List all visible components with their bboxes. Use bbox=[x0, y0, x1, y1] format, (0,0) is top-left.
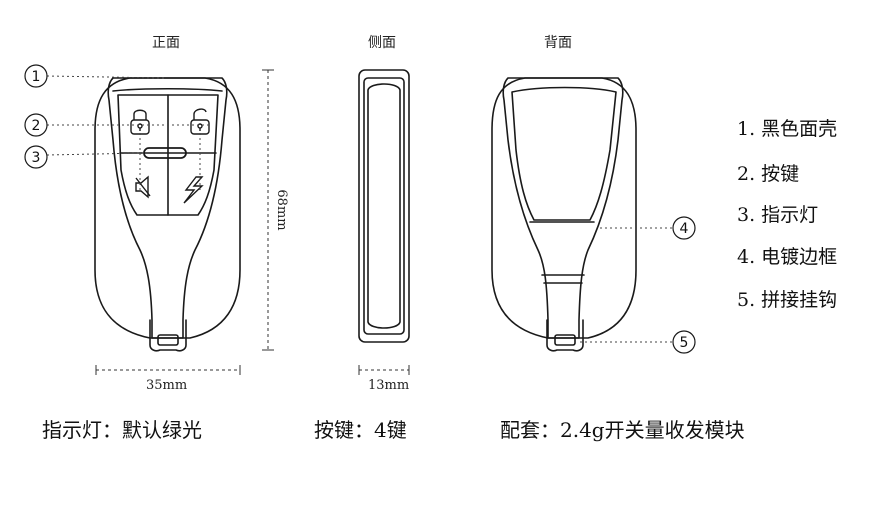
front-view bbox=[94, 77, 241, 352]
footer-accessory-spec: 配套：2.4g开关量收发模块 bbox=[500, 418, 745, 442]
side-inner bbox=[363, 77, 405, 335]
front-outer-shell bbox=[94, 77, 241, 339]
callout-number-2: 2 bbox=[32, 118, 41, 134]
back-inner-panel bbox=[511, 86, 617, 221]
side-outer bbox=[358, 69, 410, 343]
back-hook bbox=[546, 319, 584, 352]
callout-number-3: 3 bbox=[32, 150, 41, 166]
footer-indicator-spec: 指示灯：默认绿光 bbox=[42, 418, 202, 442]
side-view-title: 侧面 bbox=[368, 35, 396, 51]
callout-circle-5 bbox=[672, 330, 696, 354]
side-view bbox=[358, 69, 410, 343]
width-dim-label: 35mm bbox=[146, 378, 188, 393]
thickness-dim-label: 13mm bbox=[368, 378, 410, 393]
callout-circle-2 bbox=[24, 113, 48, 137]
front-hook-slot bbox=[157, 334, 179, 346]
back-view bbox=[491, 77, 637, 352]
front-button-panel bbox=[117, 94, 219, 216]
lock-icon bbox=[130, 109, 150, 135]
back-view-title: 背面 bbox=[544, 35, 572, 51]
leader-1 bbox=[46, 75, 166, 79]
legend-item-4: 4. 电镀边框 bbox=[737, 246, 838, 268]
callout-number-1: 1 bbox=[32, 69, 41, 85]
callout-circle-4 bbox=[672, 216, 696, 240]
callout-number-5: 5 bbox=[680, 335, 689, 351]
unlock-icon bbox=[190, 108, 210, 135]
leader-3 bbox=[46, 152, 145, 156]
callout-circle-3 bbox=[24, 145, 48, 169]
speaker-icon bbox=[135, 175, 151, 199]
front-face-plate bbox=[107, 77, 228, 339]
indicator-led bbox=[143, 147, 187, 159]
front-hook bbox=[149, 319, 187, 352]
front-icons bbox=[130, 108, 210, 204]
back-bezel bbox=[502, 77, 624, 339]
footer-buttons-spec: 按键：4键 bbox=[314, 418, 407, 442]
lightning-icon bbox=[183, 176, 204, 204]
height-dim-label: 68mm bbox=[274, 189, 289, 230]
dimension-lines bbox=[95, 69, 410, 375]
legend-item-3: 3. 指示灯 bbox=[737, 204, 819, 226]
callout-number-4: 4 bbox=[680, 221, 689, 237]
callout-circles bbox=[24, 64, 696, 354]
back-hook-slot bbox=[554, 334, 576, 346]
front-view-title: 正面 bbox=[152, 35, 180, 51]
legend-item-2: 2. 按键 bbox=[737, 163, 800, 185]
front-top-rim bbox=[112, 87, 223, 92]
legend-item-1: 1. 黑色面壳 bbox=[737, 118, 838, 140]
side-inner-curve bbox=[367, 83, 401, 329]
legend-item-5: 5. 拼接挂钩 bbox=[737, 289, 838, 311]
callout-circle-1 bbox=[24, 64, 48, 88]
callout-leaders bbox=[46, 75, 672, 343]
callout-numbers: 1 2 3 4 5 bbox=[32, 69, 689, 351]
